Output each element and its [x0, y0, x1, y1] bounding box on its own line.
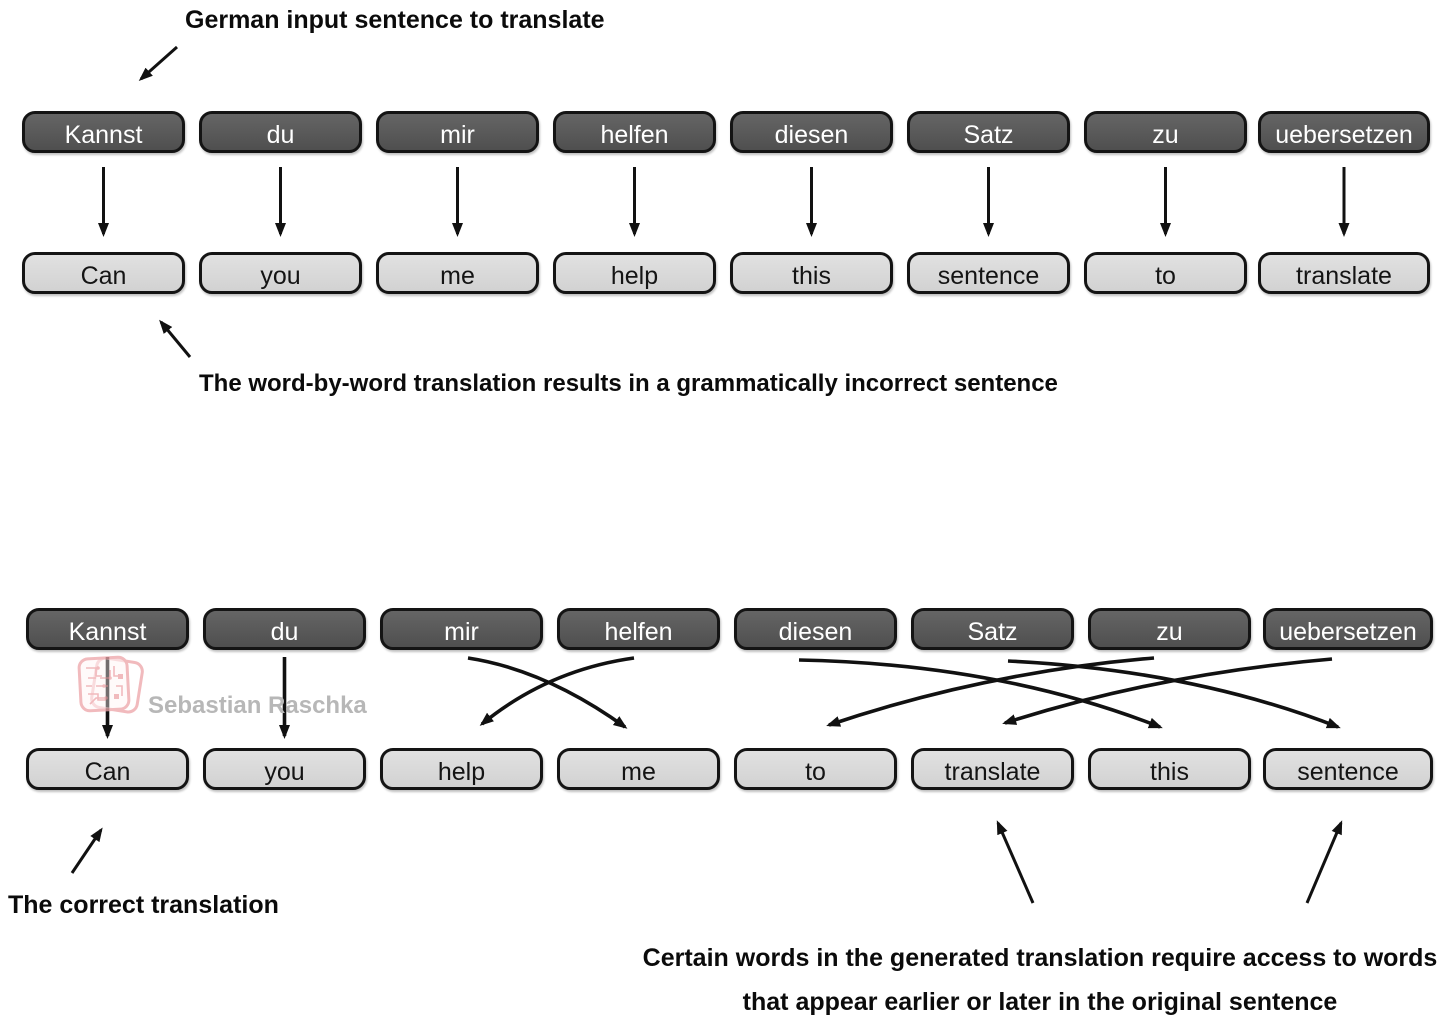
bottom-alignment-arrow-uebersetzen-to-translate [1002, 657, 1333, 725]
top-german-word-helfen: helfen [553, 111, 716, 153]
bottom-english-word-me: me [557, 748, 720, 790]
access-words-caption: Certain words in the generated translati… [620, 936, 1456, 1019]
top-english-word-help: help [553, 252, 716, 294]
top-english-word-you: you [199, 252, 362, 294]
pointer-incorrect-translation-arrow [159, 319, 192, 358]
pointer-german-input-arrow [138, 45, 178, 81]
top-english-word-translate: translate [1258, 252, 1430, 294]
access-words-caption-line1: Certain words in the generated translati… [642, 944, 1438, 972]
top-german-word-uebersetzen: uebersetzen [1258, 111, 1430, 153]
stacked-cards-circuit-logo [77, 655, 144, 714]
top-german-word-satz: Satz [907, 111, 1070, 153]
word-by-word-caption: The word-by-word translation results in … [199, 370, 1058, 397]
top-german-word-kannst: Kannst [22, 111, 185, 153]
correct-translation-label: The correct translation [8, 891, 279, 919]
bottom-english-word-sentence: sentence [1263, 748, 1433, 790]
top-german-word-mir: mir [376, 111, 539, 153]
bottom-german-word-helfen: helfen [557, 608, 720, 650]
bottom-alignment-arrow-satz-to-sentence [1007, 659, 1341, 729]
top-english-word-me: me [376, 252, 539, 294]
pointer-sentence-word-arrow [1305, 820, 1343, 904]
top-german-word-du: du [199, 111, 362, 153]
bottom-english-word-help: help [380, 748, 543, 790]
top-english-word-this: this [730, 252, 893, 294]
bottom-german-word-zu: zu [1088, 608, 1251, 650]
top-german-word-diesen: diesen [730, 111, 893, 153]
bottom-german-word-mir: mir [380, 608, 543, 650]
top-english-word-sentence: sentence [907, 252, 1070, 294]
bottom-english-word-translate: translate [911, 748, 1074, 790]
pointer-translate-word-arrow [996, 820, 1035, 904]
bottom-alignment-arrow-mir-to-me [467, 656, 628, 729]
bottom-german-word-diesen: diesen [734, 608, 897, 650]
bottom-german-word-kannst: Kannst [26, 608, 189, 650]
access-words-caption-line2: that appear earlier or later in the orig… [742, 988, 1338, 1016]
bottom-alignment-arrow-zu-to-to [826, 656, 1155, 727]
german-input-label: German input sentence to translate [185, 6, 605, 34]
bottom-english-word-to: to [734, 748, 897, 790]
bottom-german-word-satz: Satz [911, 608, 1074, 650]
bottom-english-word-you: you [203, 748, 366, 790]
bottom-german-word-du: du [203, 608, 366, 650]
top-english-word-to: to [1084, 252, 1247, 294]
top-english-word-can: Can [22, 252, 185, 294]
pointer-correct-translation-arrow [70, 827, 103, 874]
bottom-english-word-this: this [1088, 748, 1251, 790]
top-german-word-zu: zu [1084, 111, 1247, 153]
watermark-author-text: Sebastian Raschka [148, 692, 367, 719]
bottom-english-word-can: Can [26, 748, 189, 790]
bottom-alignment-arrow-diesen-to-this [798, 658, 1163, 729]
bottom-alignment-arrow-helfen-to-help [479, 656, 635, 726]
bottom-german-word-uebersetzen: uebersetzen [1263, 608, 1433, 650]
